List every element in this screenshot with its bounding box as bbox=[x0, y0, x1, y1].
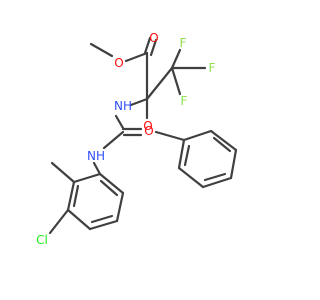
bond-phenoxyO-ring bbox=[154, 130, 186, 142]
ring1-bond-3 bbox=[229, 148, 238, 180]
bond-NH-aryl bbox=[92, 161, 102, 176]
ring1-bond-2 bbox=[209, 129, 238, 152]
bond-methyl-O bbox=[89, 42, 114, 58]
bond-alphaC-NH bbox=[129, 97, 149, 107]
ring2-bond-2 bbox=[66, 180, 76, 212]
canvas-background bbox=[0, 0, 300, 300]
atom-label-urea-NH: NH bbox=[87, 149, 105, 163]
ring2-bond-4 bbox=[88, 219, 119, 231]
bond-ring-Cl bbox=[48, 208, 70, 235]
molecule-diagram: O O F F F NH O O NH Cl bbox=[0, 0, 300, 300]
ring2-bond-6 bbox=[98, 172, 125, 195]
ring1-bond-1 bbox=[182, 129, 213, 142]
atom-label-ester-carbonyl-O: O bbox=[149, 31, 158, 45]
bond-O-carbonylC bbox=[124, 51, 149, 63]
atom-label-chlorine: Cl bbox=[36, 233, 48, 247]
ring1-bond-4 bbox=[201, 176, 233, 189]
bond-CF3-F-lower bbox=[170, 66, 182, 96]
ring2-inner-1 bbox=[72, 184, 80, 208]
ring2-bond-3 bbox=[66, 208, 92, 231]
ring2-inner-2 bbox=[90, 214, 114, 224]
ring1-inner-3 bbox=[183, 144, 191, 167]
bond-NH-ureaC bbox=[114, 114, 125, 130]
atom-label-F-lower: F bbox=[181, 94, 188, 108]
atom-label-amide-NH: NH bbox=[114, 99, 132, 113]
ring2-bond-5 bbox=[115, 191, 125, 223]
ring1-inner-1 bbox=[212, 136, 232, 153]
ring1-bond-6 bbox=[177, 138, 186, 170]
atom-label-urea-carbonyl-O: O bbox=[144, 124, 153, 138]
bond-ring-methyl bbox=[50, 161, 76, 184]
ring1-inner-2 bbox=[203, 172, 227, 182]
ring2-bond-1 bbox=[72, 172, 102, 184]
bond-alphaC-CF3 bbox=[145, 66, 174, 101]
atom-label-ester-ether-O: O bbox=[114, 56, 123, 70]
atom-label-F-right: F bbox=[209, 61, 216, 75]
bond-layer bbox=[48, 36, 238, 235]
bond-ureaC-NH bbox=[102, 130, 125, 150]
atom-label-layer: O O F F F NH O O NH Cl bbox=[36, 31, 215, 247]
bond-carbonylC-O-double-b bbox=[149, 38, 158, 57]
ring1-bond-5 bbox=[177, 166, 205, 189]
bond-carbonylC-O-double-a bbox=[143, 36, 152, 55]
atom-label-phenoxy-O: O bbox=[143, 119, 152, 133]
ring2-inner-3 bbox=[99, 179, 119, 197]
atom-label-F-top: F bbox=[180, 36, 187, 50]
bond-CF3-F-top bbox=[170, 48, 182, 70]
